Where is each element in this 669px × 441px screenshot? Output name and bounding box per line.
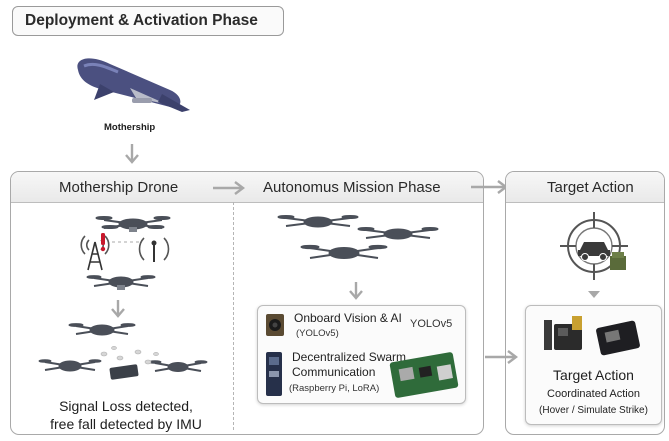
arrow-down-icon	[588, 291, 600, 298]
swarm-title-line1: Decentralized Swarm	[292, 350, 407, 364]
signal-loss-line2: free fall detected by IMU	[50, 416, 202, 432]
panel-divider	[233, 202, 234, 430]
target-crosshair-icon	[560, 212, 628, 280]
target-card-line1: Coordinated Action	[547, 388, 640, 400]
phase-title: Deployment & Activation Phase	[12, 6, 284, 36]
drone-icon	[68, 323, 136, 336]
swarm-title-line2: Communication	[292, 365, 376, 379]
vision-subtitle: (YOLOv5)	[296, 328, 339, 339]
arrow-down-icon	[125, 144, 139, 164]
arrow-right-icon	[471, 180, 508, 194]
target-panel-header	[506, 172, 664, 203]
hardware-modules-icon	[544, 316, 640, 356]
signal-loss-text: Signal Loss detected, free fall detected…	[20, 397, 232, 433]
mission-panel-header	[11, 172, 483, 203]
arrow-right-icon	[485, 350, 518, 364]
drone-swarm-icon	[277, 215, 439, 259]
camera-module-icon	[266, 314, 284, 336]
target-action-title: Target Action	[547, 179, 634, 196]
drone-icon	[95, 216, 171, 232]
target-card-title: Target Action	[553, 367, 634, 383]
drone-icon	[86, 275, 156, 290]
mothership-label: Mothership	[104, 122, 156, 133]
arrow-down-icon	[111, 300, 125, 318]
vision-title: Onboard Vision & AI	[294, 311, 402, 325]
signal-loss-line1: Signal Loss detected,	[59, 398, 193, 414]
drone-icon	[148, 360, 208, 372]
dashed-link-icon	[112, 241, 142, 243]
mothership-drone-title: Mothership Drone	[59, 179, 179, 196]
antenna-icon	[138, 237, 170, 262]
alert-icon	[100, 233, 106, 252]
debris-icon	[100, 346, 159, 380]
drone-icon	[38, 359, 102, 372]
raspberry-pi-board-icon	[389, 352, 459, 398]
target-card-line2: (Hover / Simulate Strike)	[539, 405, 648, 416]
mothership-aircraft-icon	[77, 58, 190, 112]
arrow-right-icon	[213, 181, 245, 195]
lora-module-icon	[266, 352, 282, 396]
swarm-subtitle: (Raspberry Pi, LoRA)	[289, 383, 380, 394]
autonomous-phase-title: Autonomus Mission Phase	[263, 179, 441, 196]
signal-tower-icon	[80, 235, 110, 271]
yolo-logo: YOLOv5	[410, 318, 453, 330]
arrow-down-icon	[349, 282, 363, 300]
